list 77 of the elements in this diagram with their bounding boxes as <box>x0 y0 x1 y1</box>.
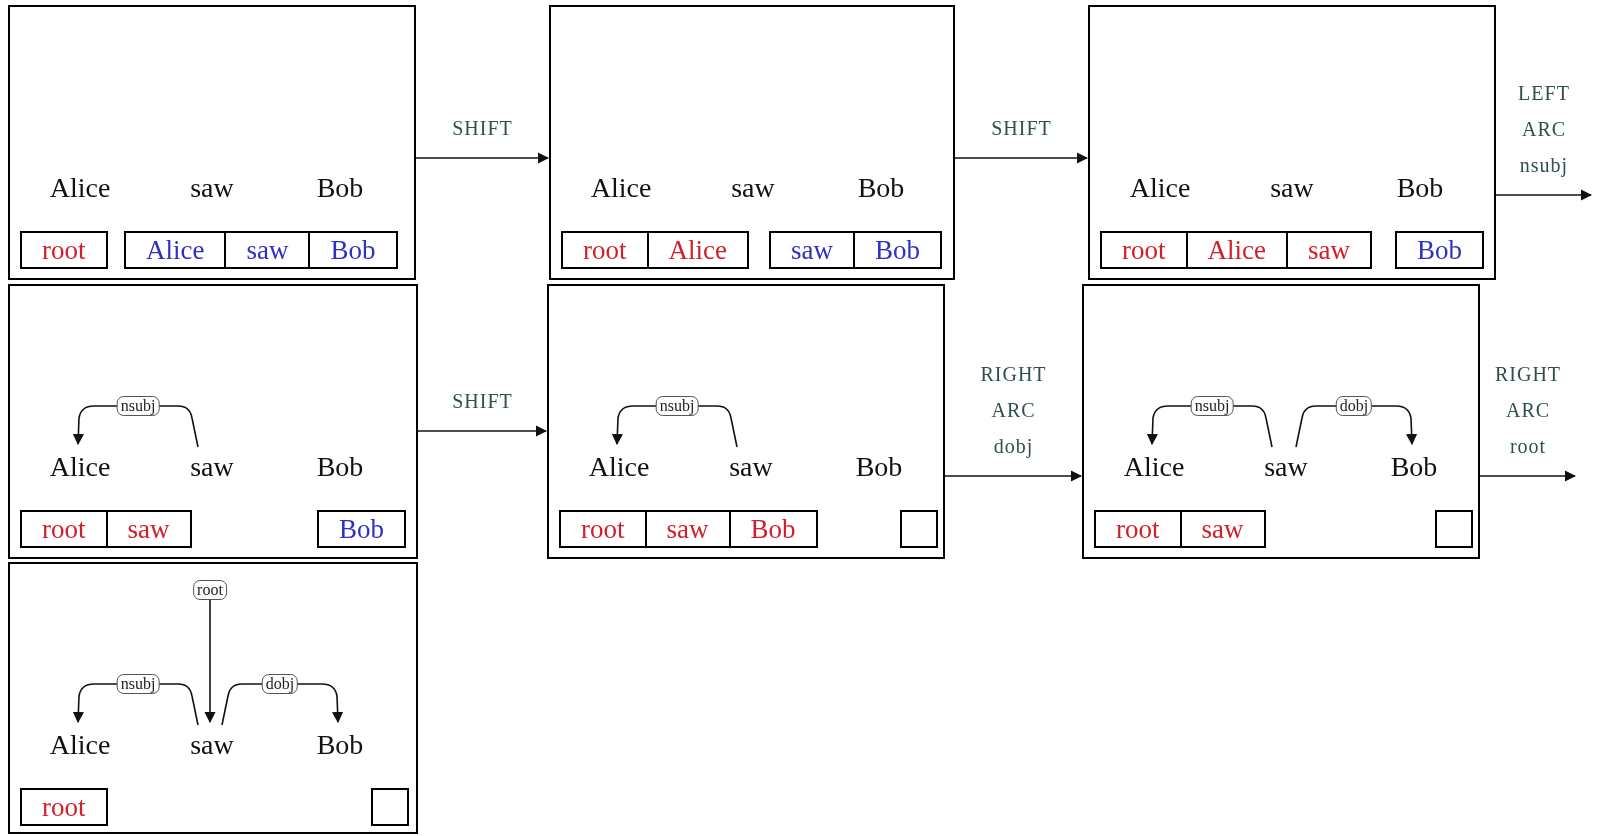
word: Alice <box>49 450 111 484</box>
stack-item: root <box>22 790 106 824</box>
word: saw <box>190 450 234 484</box>
word: saw <box>729 450 773 484</box>
word: Bob <box>316 728 364 762</box>
arc-label: nsubj <box>116 674 160 694</box>
buffer-box <box>124 231 398 269</box>
transition-label: SHIFT <box>451 389 514 414</box>
state-panel <box>1088 5 1496 280</box>
buffer-item: saw <box>226 233 311 267</box>
arc-label: dobj <box>261 674 299 694</box>
stack-item: Bob <box>730 512 816 546</box>
transition-arrow <box>415 152 550 164</box>
transition-label: SHIFT <box>990 116 1053 141</box>
word: Bob <box>1390 450 1438 484</box>
stack-item: saw <box>646 512 731 546</box>
stack-box <box>1094 510 1266 548</box>
word: Alice <box>1129 171 1191 205</box>
buffer-box <box>371 788 409 826</box>
state-panel <box>8 562 418 834</box>
buffer-item: Bob <box>319 512 404 546</box>
buffer-box <box>769 231 942 269</box>
stack-item: root <box>1096 512 1182 546</box>
stack-item: Alice <box>1187 233 1288 267</box>
buffer-box <box>900 510 938 548</box>
stack-item: root <box>1102 233 1188 267</box>
word: Bob <box>855 450 903 484</box>
transition-label: RIGHT ARC dobj <box>979 362 1048 460</box>
arc-label: nsubj <box>1190 396 1234 416</box>
word: Alice <box>49 728 111 762</box>
stack-box <box>559 510 818 548</box>
word: saw <box>190 171 234 205</box>
arc-label: dobj <box>1335 396 1373 416</box>
stack-item: saw <box>107 512 190 546</box>
buffer-item: saw <box>771 233 855 267</box>
word: saw <box>731 171 775 205</box>
stack-item: root <box>22 233 106 267</box>
transition-arrow <box>944 470 1083 482</box>
transition-label: LEFT ARC nsubj <box>1517 81 1571 179</box>
buffer-item: Bob <box>1397 233 1482 267</box>
transition-arrow <box>954 152 1089 164</box>
transition-label: RIGHT ARC root <box>1493 362 1563 459</box>
arc-label: nsubj <box>655 396 699 416</box>
stack-item: root <box>561 512 647 546</box>
buffer-item: Alice <box>126 233 227 267</box>
state-panel <box>8 284 418 559</box>
buffer-item: Bob <box>310 233 396 267</box>
stack-box <box>20 510 192 548</box>
stack-box <box>1100 231 1372 269</box>
word: Alice <box>49 171 111 205</box>
stack-item: saw <box>1288 233 1370 267</box>
word: Bob <box>1396 171 1444 205</box>
dependency-arc <box>204 599 216 724</box>
word: Bob <box>316 171 364 205</box>
stack-item: saw <box>1181 512 1264 546</box>
word: Alice <box>1123 450 1185 484</box>
stack-item: Alice <box>648 233 747 267</box>
transition-arrow <box>1495 189 1593 201</box>
stack-item: root <box>563 233 649 267</box>
word: saw <box>190 728 234 762</box>
arc-label: root <box>193 580 227 600</box>
word: saw <box>1264 450 1308 484</box>
buffer-box <box>1435 510 1473 548</box>
word: Alice <box>590 171 652 205</box>
word: Alice <box>588 450 650 484</box>
transition-label: SHIFT <box>451 116 514 141</box>
buffer-item: Bob <box>855 233 940 267</box>
arc-label: nsubj <box>116 396 160 416</box>
state-panel <box>8 5 416 280</box>
word: saw <box>1270 171 1314 205</box>
transition-arrow <box>1479 470 1577 482</box>
stack-item: root <box>22 512 108 546</box>
state-panel <box>549 5 955 280</box>
word: Bob <box>857 171 905 205</box>
word: Bob <box>316 450 364 484</box>
stack-box <box>561 231 749 269</box>
transition-arrow <box>417 425 548 437</box>
